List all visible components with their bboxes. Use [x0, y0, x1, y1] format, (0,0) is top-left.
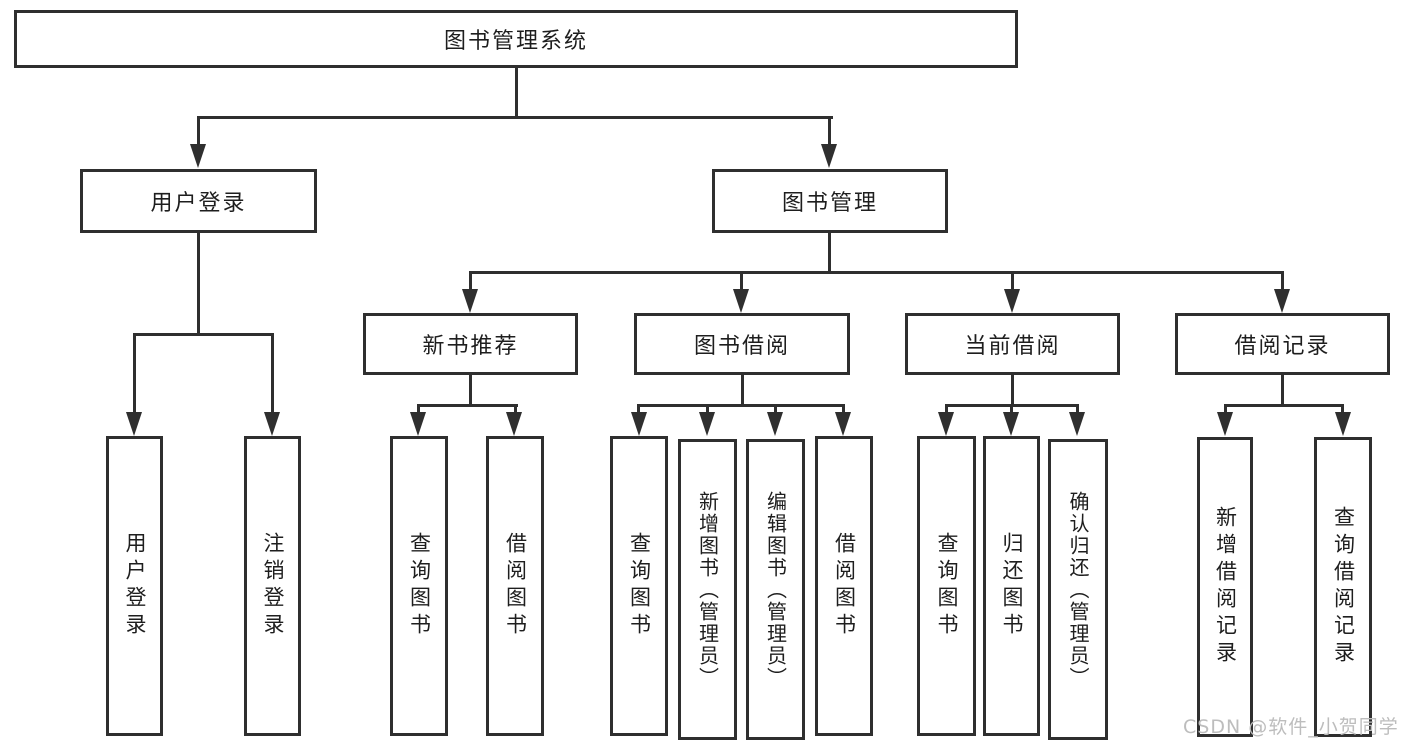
leaf-add-borrow-record: 新增借阅记录 — [1197, 437, 1253, 737]
node-book-management: 图书管理 — [712, 169, 948, 233]
connector-rail — [417, 404, 518, 407]
leaf-borrow-books-2-label: 借阅图书 — [832, 532, 857, 640]
node-root: 图书管理系统 — [14, 10, 1018, 68]
leaf-logout: 注销登录 — [244, 436, 301, 736]
node-user-login-label: 用户登录 — [150, 191, 247, 216]
connector-drop — [1010, 404, 1013, 414]
connector-rail — [469, 271, 1283, 274]
leaf-edit-book-admin-label: 编辑图书（管理员） — [763, 490, 788, 689]
leaf-query-books-1: 查询图书 — [390, 436, 448, 736]
node-current-borrow-label: 当前借阅 — [964, 334, 1061, 359]
leaf-user-login: 用户登录 — [106, 436, 163, 736]
leaf-borrow-books-1: 借阅图书 — [486, 436, 544, 736]
connector-rail — [637, 404, 845, 407]
connector-drop — [706, 404, 709, 414]
leaf-return-books: 归还图书 — [983, 436, 1040, 736]
leaf-query-books-1-label: 查询图书 — [407, 532, 432, 640]
leaf-confirm-return-admin-label: 确认归还（管理员） — [1066, 490, 1090, 689]
leaf-add-borrow-record-label: 新增借阅记录 — [1213, 506, 1238, 668]
node-new-book-recommend-label: 新书推荐 — [422, 334, 519, 359]
arrowhead — [631, 412, 647, 436]
arrowhead — [1003, 412, 1019, 436]
connector-stem — [1281, 375, 1284, 406]
connector-drop — [842, 404, 845, 414]
connector-stem — [828, 233, 831, 273]
arrowhead — [1069, 412, 1085, 436]
arrowhead — [1274, 289, 1290, 313]
node-book-borrow: 图书借阅 — [634, 313, 850, 375]
leaf-logout-label: 注销登录 — [261, 532, 285, 640]
connector-drop — [417, 404, 420, 414]
connector-drop — [1341, 404, 1344, 414]
node-current-borrow: 当前借阅 — [905, 313, 1120, 375]
connector-drop — [1076, 404, 1079, 414]
connector-drop — [740, 271, 743, 291]
node-user-login: 用户登录 — [80, 169, 317, 233]
leaf-return-books-label: 归还图书 — [1000, 532, 1024, 640]
connector-stem — [1011, 375, 1014, 406]
leaf-user-login-label: 用户登录 — [123, 532, 147, 640]
arrowhead — [733, 289, 749, 313]
connector-drop — [197, 116, 200, 146]
connector-stem — [741, 375, 744, 406]
connector-rail — [133, 333, 274, 336]
arrowhead — [767, 412, 783, 436]
arrowhead — [462, 289, 478, 313]
connector-drop — [828, 116, 831, 146]
arrowhead — [1217, 412, 1233, 436]
connector-drop — [133, 333, 136, 413]
arrowhead — [821, 144, 837, 168]
node-borrow-records-label: 借阅记录 — [1234, 334, 1331, 359]
connector-stem — [197, 233, 200, 335]
leaf-query-books-3: 查询图书 — [917, 436, 976, 736]
arrowhead — [126, 412, 142, 436]
arrowhead — [699, 412, 715, 436]
connector-root-stem — [515, 68, 518, 118]
arrowhead — [938, 412, 954, 436]
connector-drop — [774, 404, 777, 414]
leaf-query-borrow-record: 查询借阅记录 — [1314, 437, 1372, 737]
connector-stem — [469, 375, 472, 406]
watermark: CSDN @软件_小贺同学 — [1183, 716, 1399, 738]
connector-drop — [1224, 404, 1227, 414]
arrowhead — [1335, 412, 1351, 436]
connector-drop — [514, 404, 517, 414]
connector-root-rail — [197, 116, 833, 119]
arrowhead — [264, 412, 280, 436]
leaf-query-books-2-label: 查询图书 — [627, 532, 652, 640]
connector-drop — [1011, 271, 1014, 291]
leaf-query-books-2: 查询图书 — [610, 436, 668, 736]
arrowhead — [506, 412, 522, 436]
leaf-add-book-admin: 新增图书（管理员） — [678, 439, 737, 740]
leaf-query-borrow-record-label: 查询借阅记录 — [1331, 506, 1356, 668]
leaf-borrow-books-2: 借阅图书 — [815, 436, 873, 736]
leaf-edit-book-admin: 编辑图书（管理员） — [746, 439, 805, 740]
node-borrow-records: 借阅记录 — [1175, 313, 1390, 375]
node-book-management-label: 图书管理 — [781, 191, 878, 216]
leaf-confirm-return-admin: 确认归还（管理员） — [1048, 439, 1108, 740]
leaf-add-book-admin-label: 新增图书（管理员） — [695, 490, 720, 689]
connector-rail — [1224, 404, 1344, 407]
node-book-borrow-label: 图书借阅 — [693, 334, 790, 359]
connector-drop — [945, 404, 948, 414]
connector-drop — [1281, 271, 1284, 291]
node-root-label: 图书管理系统 — [443, 29, 588, 54]
leaf-borrow-books-1-label: 借阅图书 — [503, 532, 528, 640]
connector-drop — [637, 404, 640, 414]
arrowhead — [190, 144, 206, 168]
arrowhead — [410, 412, 426, 436]
node-new-book-recommend: 新书推荐 — [363, 313, 578, 375]
connector-drop — [271, 333, 274, 413]
arrowhead — [1004, 289, 1020, 313]
arrowhead — [835, 412, 851, 436]
connector-drop — [469, 271, 472, 291]
leaf-query-books-3-label: 查询图书 — [935, 532, 959, 640]
